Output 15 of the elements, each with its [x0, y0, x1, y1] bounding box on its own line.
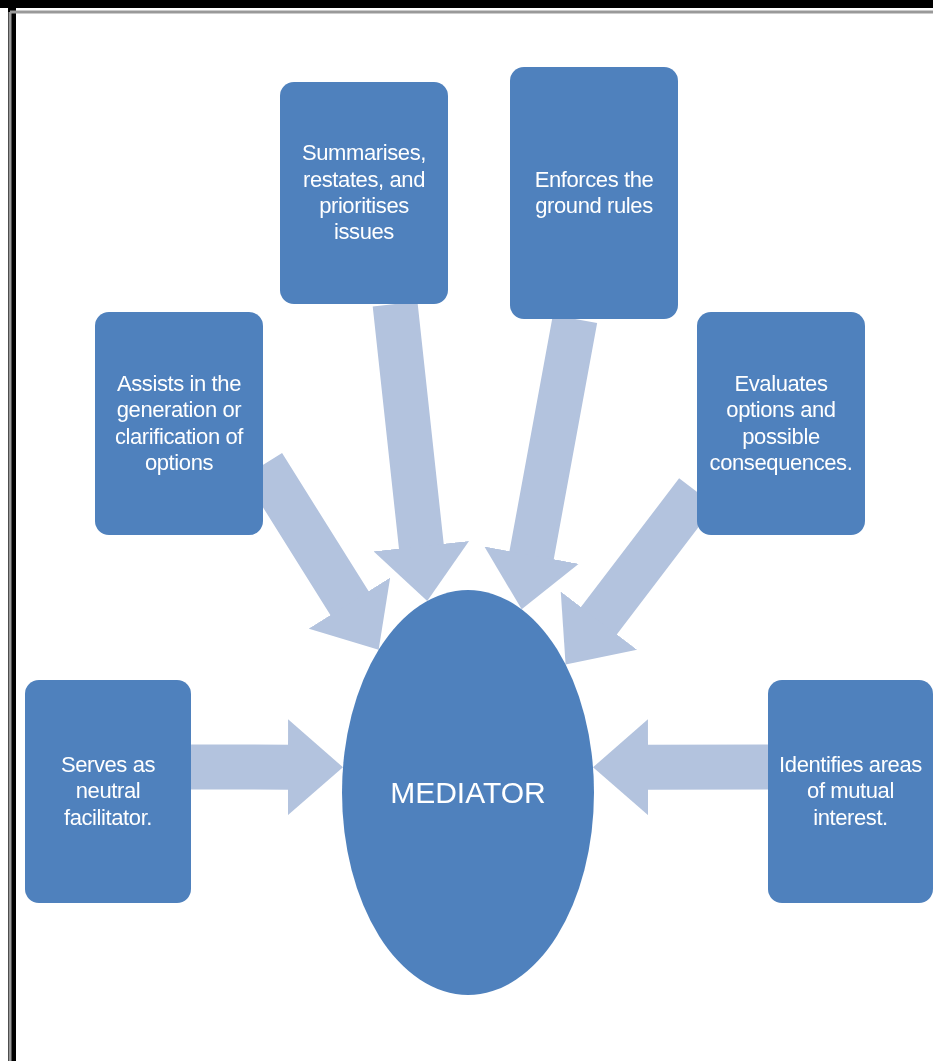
node-label: MEDIATOR [390, 774, 546, 811]
role-box [768, 680, 933, 903]
role-box [280, 82, 448, 304]
role-box [510, 67, 678, 319]
role-box [25, 680, 191, 903]
node-label: Identifies areas of mutual interest. [778, 751, 923, 832]
node-label: Serves as neutral facilitator. [59, 751, 157, 832]
node-label: Enforces the ground rules [533, 166, 655, 220]
role-box [697, 312, 865, 535]
node-label: Assists in the generation or clarification of options [113, 370, 245, 477]
block-arrow [190, 719, 343, 816]
node-label: Summarises, restates, and prioritises issues [301, 140, 427, 246]
node-label: Evaluates options and possible consequences. [708, 370, 854, 477]
role-box [95, 312, 263, 535]
block-arrow [592, 719, 769, 816]
